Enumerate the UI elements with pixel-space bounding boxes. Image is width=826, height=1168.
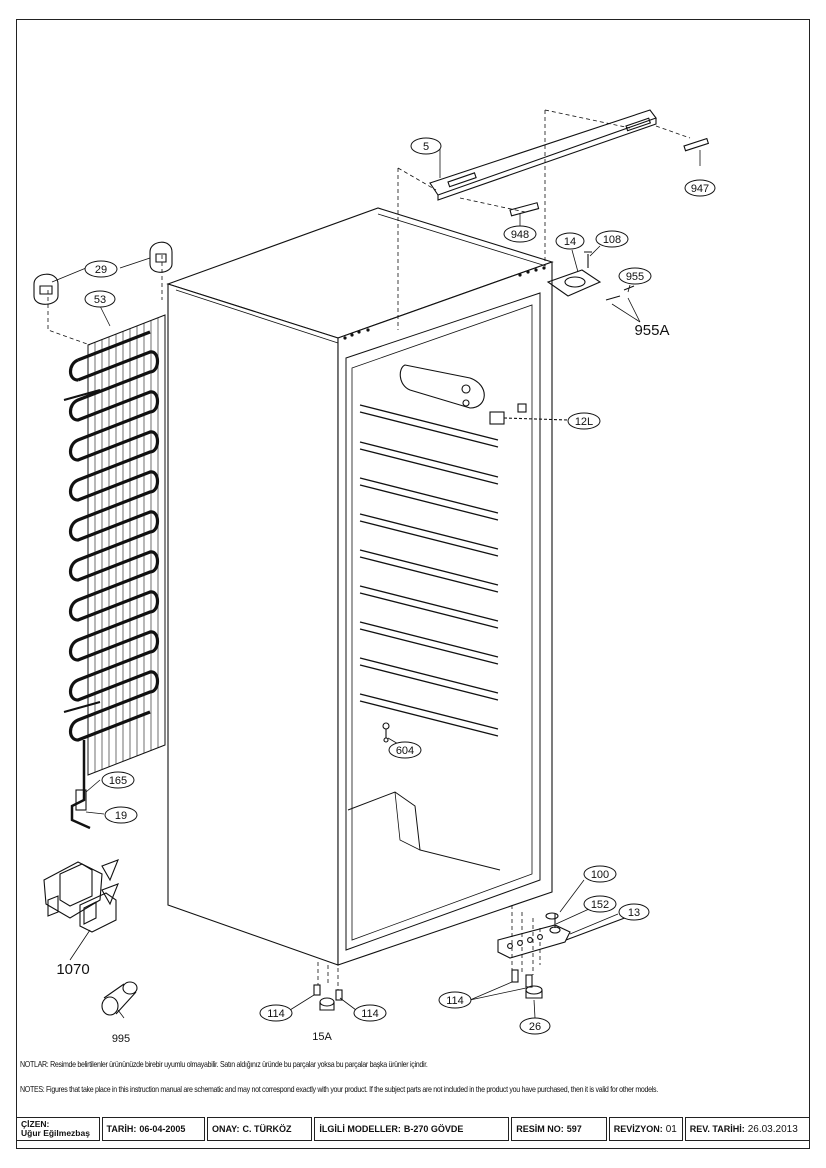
label-955a: 955A — [634, 322, 669, 339]
bottom-hinge — [497, 924, 571, 959]
title-cell-approved: ONAY: C. TÜRKÖZ — [206, 1117, 313, 1141]
title-cell-revision: REVİZYON: 01 — [608, 1117, 683, 1141]
condenser-tube — [68, 330, 160, 742]
label-14: 14 — [564, 236, 576, 248]
date-value: 06-04-2005 — [139, 1124, 186, 1134]
label-13: 13 — [628, 907, 640, 919]
rev-date-value: 26.03.2013 — [747, 1123, 798, 1135]
date-label: TARİH: — [106, 1124, 137, 1134]
notes-turkish: NOTLAR: Resimde belirtilenler ürününüzde… — [20, 1060, 428, 1069]
models-value: B-270 GÖVDE — [403, 1124, 464, 1134]
label-29: 29 — [95, 264, 107, 276]
condenser-frame — [87, 314, 166, 776]
label-995: 995 — [112, 1033, 130, 1045]
label-19: 19 — [115, 810, 127, 822]
label-114-right: 114 — [446, 995, 464, 1007]
label-948: 948 — [511, 229, 529, 241]
rev-date-label: REV. TARİHİ: — [689, 1124, 745, 1134]
label-152: 152 — [591, 899, 609, 911]
title-cell-date: TARİH: 06-04-2005 — [101, 1117, 205, 1141]
foot-15a — [319, 997, 335, 1007]
title-block: ÇİZEN: Uğur Eğilmezbaş TARİH: 06-04-2005… — [16, 1117, 810, 1141]
label-15a: 15A — [312, 1031, 332, 1043]
approved-value: C. TÜRKÖZ — [242, 1124, 292, 1134]
label-955: 955 — [626, 271, 644, 283]
grommet-left — [33, 273, 59, 305]
cabinet-front — [337, 261, 553, 966]
approved-label: ONAY: — [211, 1124, 240, 1134]
revision-label: REVİZYON: — [613, 1124, 663, 1134]
drawing-no-label: RESİM NO: — [516, 1124, 564, 1134]
label-26: 26 — [529, 1021, 541, 1033]
grommet-right — [149, 241, 173, 273]
drawn-label: ÇİZEN: — [21, 1119, 50, 1129]
models-label: İLGİLİ MODELLER: — [319, 1124, 401, 1134]
shelf-rails — [359, 404, 499, 737]
label-114-mid: 114 — [361, 1008, 379, 1020]
inner-liner — [345, 292, 541, 951]
label-604: 604 — [396, 745, 414, 757]
drawing-frame — [16, 19, 810, 1149]
label-165: 165 — [109, 775, 127, 787]
top-hinge — [546, 269, 602, 297]
cabinet-left-side — [167, 283, 339, 966]
revision-value: 01 — [665, 1123, 677, 1135]
title-cell-drawn: ÇİZEN: Uğur Eğilmezbaş — [16, 1117, 100, 1141]
title-cell-drawing-no: RESİM NO: 597 — [511, 1117, 607, 1141]
label-100: 100 — [591, 869, 609, 881]
callout-bubbles — [84, 137, 716, 1035]
drawing-no-value: 597 — [566, 1124, 582, 1134]
title-cell-rev-date: REV. TARİHİ: 26.03.2013 — [684, 1117, 810, 1141]
screws-114 — [313, 969, 533, 1001]
label-114-left: 114 — [267, 1008, 285, 1020]
label-5: 5 — [423, 141, 429, 153]
start-relay — [43, 859, 119, 933]
condenser-wires — [94, 318, 159, 772]
drawn-value: Uğur Eğilmezbaş — [21, 1128, 90, 1138]
title-cell-models: İLGİLİ MODELLER: B-270 GÖVDE — [314, 1117, 510, 1141]
label-1070: 1070 — [56, 961, 89, 978]
notes-english: NOTES: Figures that take place in this i… — [20, 1085, 658, 1094]
label-108: 108 — [603, 234, 621, 246]
label-12l: 12L — [575, 416, 593, 428]
label-947: 947 — [691, 183, 709, 195]
label-53: 53 — [94, 294, 106, 306]
light-housing — [399, 364, 485, 409]
foot-26 — [525, 985, 543, 995]
